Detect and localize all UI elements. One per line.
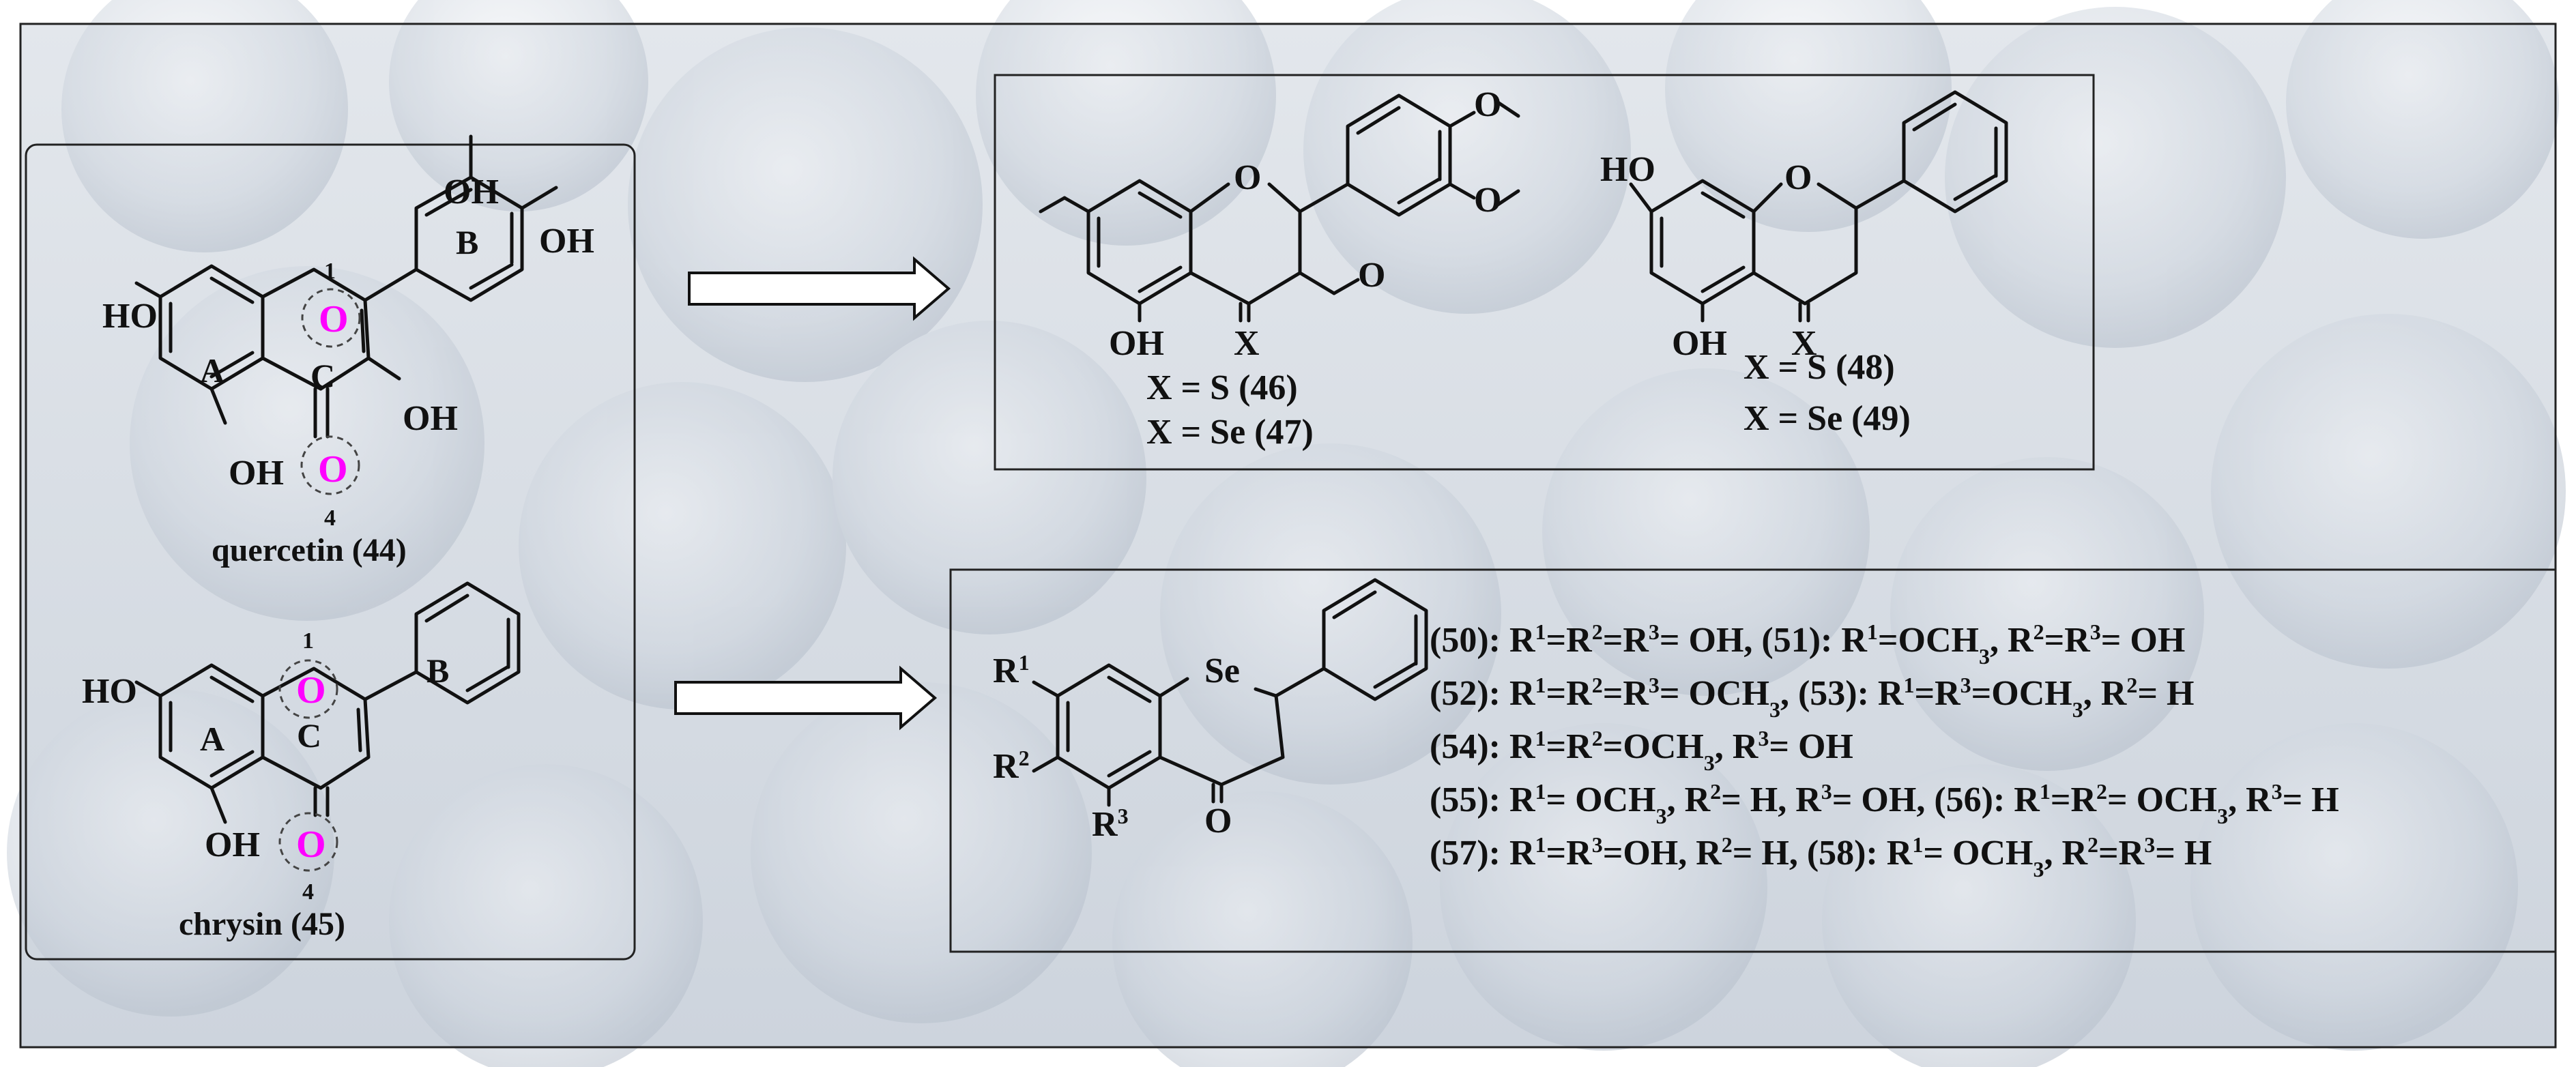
chrysin-oxygen-4: O <box>296 823 326 866</box>
scaffold-r2: R2 <box>993 746 1030 786</box>
chrysin-ring-a: A <box>200 720 225 758</box>
substituent-line-4: (55): R1= OCH3, R2= H, R3= OH, (56): R1=… <box>1430 779 2339 828</box>
bottom-panel-frame <box>949 568 2557 953</box>
chrysin-structure: O O 1 4 A C B HO OH chrysin (45) <box>82 581 521 942</box>
quercetin-oh-4prime: OH <box>539 222 594 261</box>
chrysin-position-4: 4 <box>302 879 314 905</box>
quercetin-ring-b: B <box>456 223 478 261</box>
left-panel: O O 1 4 A C B HO OH OH OH OH quercetin (… <box>25 134 636 961</box>
left-panel-frame <box>25 143 636 961</box>
flavanone-48-oh: OH <box>1672 324 1727 363</box>
bottom-panel: Se O R1 R2 R3 (50): R1=R2=R3= OH, (51): … <box>949 568 2557 953</box>
substituent-definitions: (50): R1=R2=R3= OH, (51): R1=OCH3, R2=R3… <box>1430 619 2339 881</box>
flavanone-46-methoxy-o-4prime: O <box>1474 85 1501 124</box>
chrysin-ring-b: B <box>426 652 449 690</box>
flavanone-46-methoxy-o: O <box>1358 256 1385 295</box>
selenoflavanone-scaffold: Se O R1 R2 R3 <box>993 578 1428 844</box>
flavanone-48-ring-oxygen: O <box>1784 158 1812 197</box>
chrysin-ho-7: HO <box>82 672 137 711</box>
flavanone-46-x: X <box>1234 324 1260 363</box>
thio-flavanone-46-47: O OH X O O O X = S (46) X = Se (47) <box>1039 85 1520 452</box>
quercetin-oxygen-1: O <box>319 298 349 340</box>
compound-49-label: X = Se (49) <box>1743 399 1911 438</box>
flavanone-46-ring-oxygen: O <box>1234 158 1261 197</box>
compound-48-label: X = S (48) <box>1743 348 1895 387</box>
flavanone-46-methoxy-o-3prime: O <box>1474 181 1501 220</box>
thio-flavanone-48-49: O HO OH X X = S (48) X = Se (49) <box>1600 90 2008 438</box>
arrow-to-top-panel <box>688 256 951 321</box>
flavanone-46-oh: OH <box>1109 324 1164 363</box>
scaffold-selenium: Se <box>1204 652 1240 690</box>
quercetin-oh-5: OH <box>229 454 284 493</box>
quercetin-ring-a: A <box>200 351 225 390</box>
quercetin-ring-c: C <box>310 357 335 395</box>
quercetin-oh-3prime: OH <box>444 173 499 211</box>
compound-46-label: X = S (46) <box>1146 368 1298 407</box>
substituent-line-5: (57): R1=R3=OH, R2= H, (58): R1= OCH3, R… <box>1430 832 2212 881</box>
arrow-to-bottom-panel <box>674 665 938 731</box>
scaffold-r1: R1 <box>993 650 1030 690</box>
quercetin-ho-7: HO <box>102 297 158 336</box>
substituent-line-3: (54): R1=R2=OCH3, R3= OH <box>1430 726 1853 775</box>
chrysin-name: chrysin (45) <box>179 906 345 942</box>
chrysin-position-1: 1 <box>302 628 314 654</box>
substituent-line-2: (52): R1=R2=R3= OCH3, (53): R1=R3=OCH3, … <box>1430 673 2194 722</box>
quercetin-structure: O O 1 4 A C B HO OH OH OH OH quercetin (… <box>102 134 594 568</box>
quercetin-position-4: 4 <box>324 506 336 531</box>
substituent-line-1: (50): R1=R2=R3= OH, (51): R1=OCH3, R2=R3… <box>1430 619 2185 669</box>
flavanone-48-ho: HO <box>1600 150 1655 189</box>
quercetin-oh-3: OH <box>403 399 458 438</box>
quercetin-oxygen-4: O <box>318 448 348 491</box>
outer-frame <box>19 23 2557 1049</box>
scaffold-r3: R3 <box>1092 804 1129 844</box>
flavanone-48-x: X <box>1791 324 1817 363</box>
compound-47-label: X = Se (47) <box>1146 413 1314 452</box>
top-panel: O OH X O O O X = S (46) X = Se (47) <box>994 74 2095 471</box>
scaffold-carbonyl-oxygen: O <box>1204 802 1232 841</box>
quercetin-position-1: 1 <box>324 259 336 284</box>
chrysin-ring-c: C <box>297 716 321 755</box>
chrysin-oxygen-1: O <box>296 669 326 712</box>
quercetin-name: quercetin (44) <box>212 532 407 568</box>
top-panel-frame <box>994 74 2095 471</box>
chrysin-oh-5: OH <box>205 825 260 864</box>
